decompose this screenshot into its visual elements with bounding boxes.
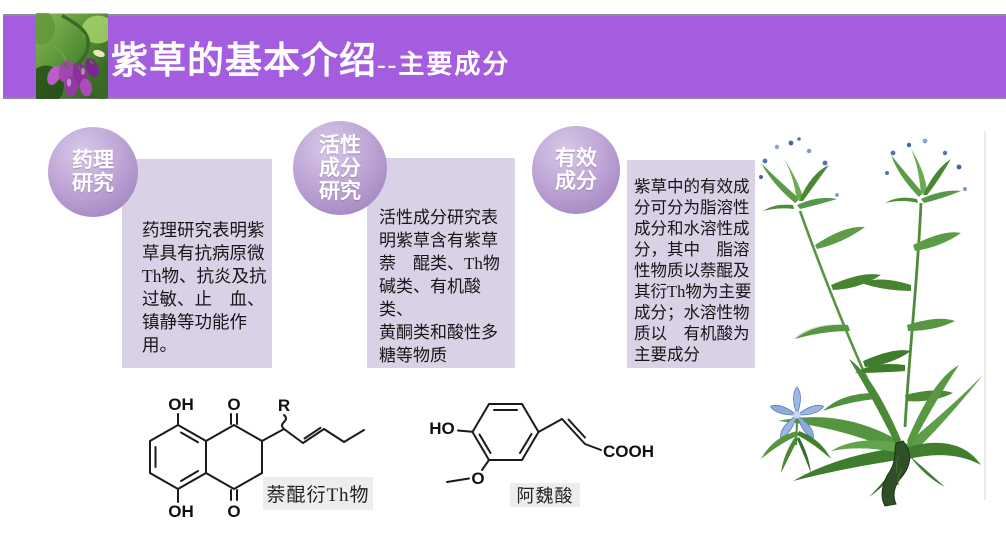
textbox-active-components: 活性成分研究表 明紫草含有紫草 萘 醌类、Th物 碱类、有机酸类、 黄酮类和酸性… [367,158,515,368]
atom-label-o-bottom: O [227,502,240,521]
naphthoquinone-structure: OH O R OH O [149,395,365,521]
blue-flower-detail [761,386,831,473]
title-bar [3,14,1006,99]
title-subtitle: --主要成分 [377,50,511,79]
ferulic-acid-structure: HO O COOH [429,403,654,488]
textbox-effective-components: 紫草中的有效成 分可分为脂溶性 成分和水溶性成 分，其中 脂溶 性物质以萘醌及 … [627,160,755,368]
atom-label-o-methoxy: O [471,469,484,488]
atom-label-r-group: R [278,396,290,415]
caption-ferulic-acid: 阿魏酸 [510,483,580,507]
stem-leaves [793,226,961,411]
atom-label-ho: HO [429,419,455,438]
badge-pharmacology-research: 药理 研究 [48,127,138,217]
title-text: 紫草的基本介绍 [111,41,377,82]
badge-effective-components: 有效 成分 [532,126,620,214]
atom-label-o-top: O [227,395,240,414]
root [881,440,911,507]
caption-naphthoquinone: 萘醌衍Th物 [263,477,373,510]
comfrey-flowers-photo-icon [36,13,108,99]
page-title: 紫草的基本介绍--主要成分 [111,41,510,90]
atom-label-cooh: COOH [603,442,654,461]
lithospermum-botanical-illustration-icon [759,131,986,507]
textbox-pharmacology: 药理研究表明紫 草具有抗病原微 Th物、抗炎及抗 过敏、止 血、 镇静等功能作用… [122,159,272,368]
basal-leaves [778,359,983,497]
flower-head-left [759,137,839,211]
badge-active-components-research: 活性 成分 研究 [293,121,387,215]
atom-label-oh-bottom: OH [168,502,194,521]
atom-label-oh-top: OH [168,395,194,414]
flower-head-right [885,138,967,203]
